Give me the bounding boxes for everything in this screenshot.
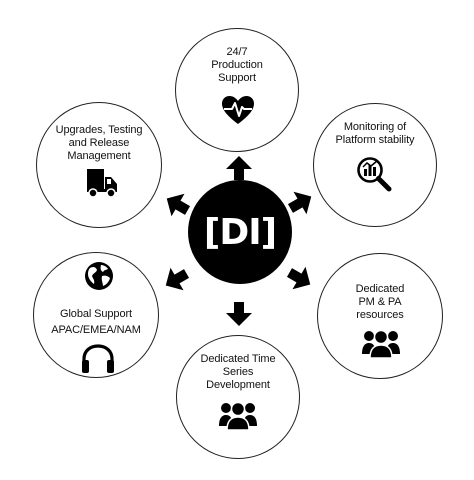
arrow-to-upgrades bbox=[166, 193, 191, 217]
node-pm-pa-label: Dedicated PM & PA resources bbox=[355, 283, 405, 321]
node-time-series-label: Dedicated Time Series Development bbox=[200, 353, 276, 391]
node-global-support: Global Support APAC/EMEA/NAM bbox=[33, 252, 159, 378]
heart-pulse-icon bbox=[222, 96, 254, 124]
node-upgrades: Upgrades, Testing and Release Management bbox=[36, 102, 162, 228]
node-monitoring-label: Monitoring of Platform stability bbox=[335, 121, 415, 146]
people-group-icon bbox=[219, 401, 257, 430]
node-upgrades-label: Upgrades, Testing and Release Management bbox=[55, 124, 143, 162]
globe-icon bbox=[85, 262, 113, 290]
arrow-to-global-support bbox=[165, 267, 190, 291]
central-hub: [DI] bbox=[188, 180, 292, 284]
hub-label: [DI] bbox=[203, 212, 277, 253]
node-pm-pa: Dedicated PM & PA resources bbox=[317, 253, 443, 379]
node-global-support-label: Global Support APAC/EMEA/NAM bbox=[51, 308, 141, 336]
delivery-truck-icon bbox=[87, 169, 117, 198]
arrow-to-monitoring bbox=[287, 191, 312, 215]
magnifier-chart-icon bbox=[357, 157, 392, 192]
node-production-support-label: 24/7 Production Support bbox=[211, 46, 263, 84]
node-production-support: 24/7 Production Support bbox=[175, 28, 299, 152]
headset-icon bbox=[82, 344, 114, 373]
node-time-series: Dedicated Time Series Development bbox=[176, 335, 300, 459]
node-monitoring: Monitoring of Platform stability bbox=[313, 103, 437, 227]
people-group-icon bbox=[362, 329, 400, 358]
arrow-to-time-series bbox=[226, 302, 252, 326]
arrow-to-production-support bbox=[226, 156, 252, 180]
arrow-to-pm-pa bbox=[286, 266, 311, 290]
